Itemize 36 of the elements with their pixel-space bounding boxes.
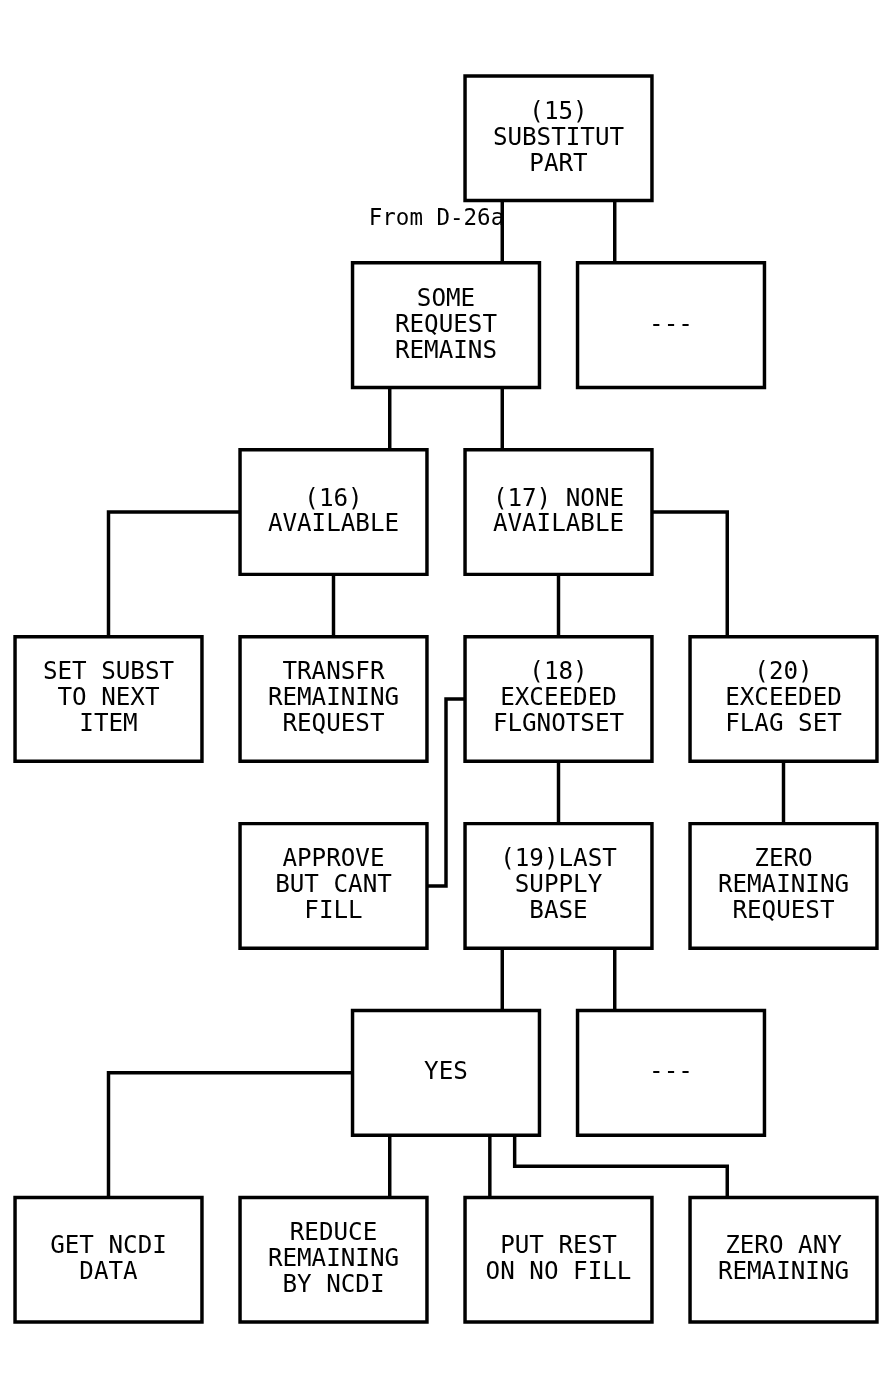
edge-label: From D-26a: [368, 204, 505, 231]
node-box: YES: [350, 1008, 542, 1137]
connector: [500, 201, 504, 263]
node-box: ZERO ANY REMAINING: [688, 1195, 879, 1324]
node-box: PUT REST ON NO FILL: [463, 1195, 654, 1324]
connector: [388, 387, 392, 450]
node-box: (17) NONE AVAILABLE: [463, 448, 654, 577]
node-box: ---: [575, 261, 767, 390]
connector: [106, 1071, 353, 1197]
node-box: ---: [575, 1008, 767, 1137]
node-box: SET SUBST TO NEXT ITEM: [13, 634, 204, 764]
node-box: SOME REQUEST REMAINS: [350, 261, 542, 390]
node-box: GET NCDI DATA: [13, 1195, 204, 1324]
connector: [781, 761, 786, 823]
connector: [488, 1135, 492, 1197]
connector: [500, 387, 504, 450]
connector: [388, 1135, 392, 1197]
connector: [652, 510, 729, 637]
connector: [556, 574, 561, 637]
connector: [106, 510, 241, 637]
node-box: (16) AVAILABLE: [238, 448, 429, 577]
node-box: (18) EXCEEDED FLGNOTSET: [463, 634, 654, 764]
node-box: (19)LAST SUPPLY BASE: [463, 821, 654, 950]
connector: [427, 697, 465, 888]
node-box: APPROVE BUT CANT FILL: [238, 821, 429, 950]
node-box: (20) EXCEEDED FLAG SET: [688, 634, 879, 764]
connector: [331, 574, 336, 637]
connector: [556, 761, 561, 823]
node-box: (15) SUBSTITUT PART: [463, 74, 654, 203]
node-box: REDUCE REMAINING BY NCDI: [238, 1195, 429, 1324]
connector: [613, 948, 617, 1010]
connector: [613, 201, 617, 263]
node-box: ZERO REMAINING REQUEST: [688, 821, 879, 950]
connector: [500, 948, 504, 1010]
node-box: TRANSFR REMAINING REQUEST: [238, 634, 429, 764]
connector: [512, 1135, 729, 1198]
